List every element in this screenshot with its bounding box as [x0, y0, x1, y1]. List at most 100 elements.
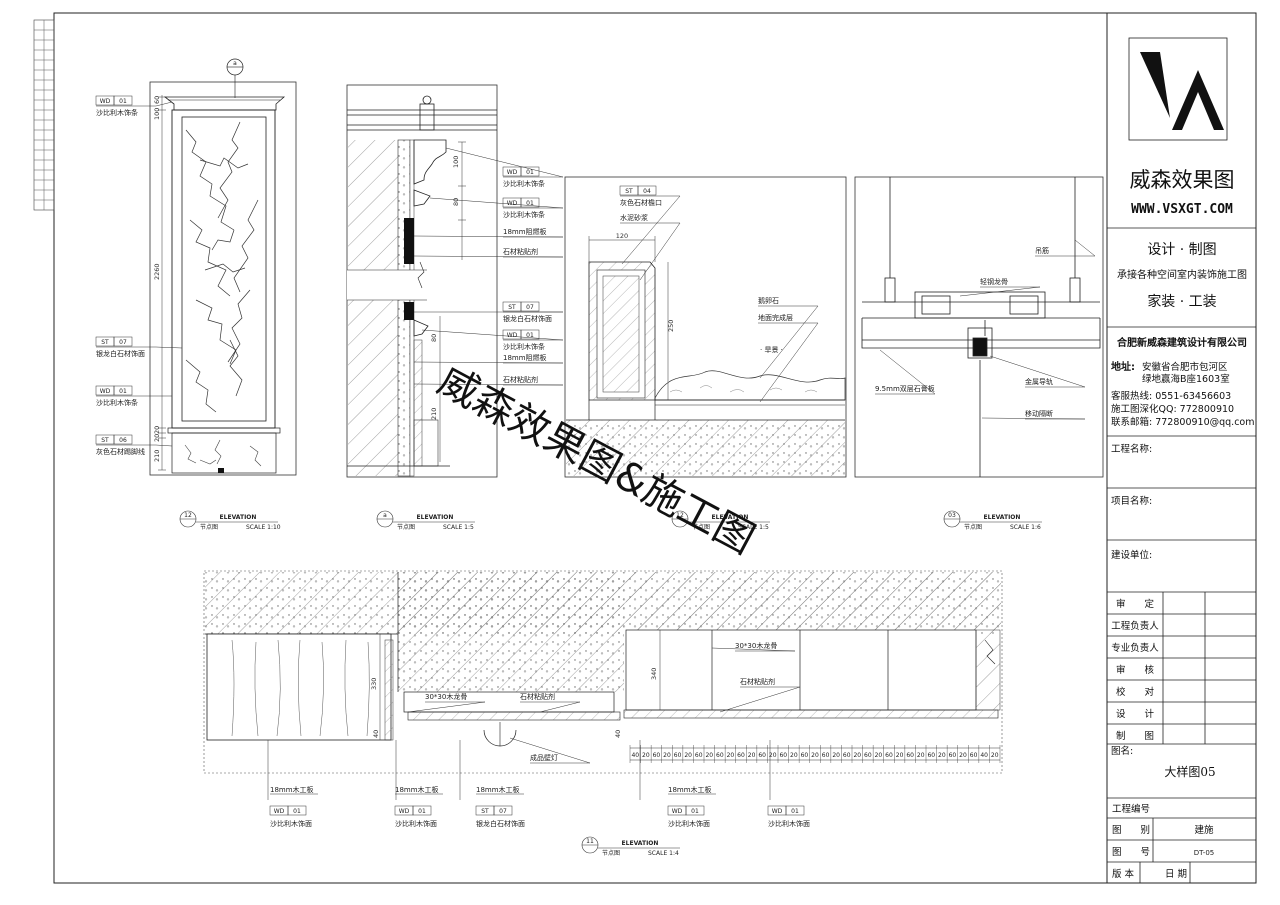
v1-caption-title: ELEVATION — [220, 514, 257, 521]
approval-row-5: 设 计 — [1116, 708, 1155, 720]
v5-bottom-label-2-text: 银龙白石材饰面 — [476, 819, 525, 828]
sheet-frame — [33, 12, 1257, 884]
v1-dim-0: 60 — [153, 96, 161, 104]
v2-dim-1: 80 — [452, 198, 460, 206]
drawing-no-value: DT-05 — [1194, 849, 1214, 857]
drawing-name: 大样图05 — [1164, 764, 1215, 779]
v1-label-2-code: WD — [100, 388, 111, 395]
drawing-name-label: 图名: — [1111, 745, 1133, 757]
v5-bottom-label-0-top: 18mm木工板 — [270, 785, 314, 794]
v3-caption-sub: 节点图 — [692, 523, 710, 531]
v3-label-1: 水泥砂浆 — [620, 213, 681, 281]
v2-label-0-num: 01 — [526, 169, 534, 176]
v5-bottom-label-0-code: WD — [274, 808, 285, 815]
project-no-label: 工程编号 — [1112, 803, 1150, 815]
v2-label-0-code: WD — [507, 169, 518, 176]
v4-label-2-text: 9.5mm双层石膏板 — [875, 384, 935, 393]
v5-bottom-label-4-code: WD — [772, 808, 783, 815]
date-label: 日 期 — [1165, 869, 1187, 880]
v5-dimrow-7: 20 — [705, 752, 713, 759]
v4-label-4: 移动隔断 — [981, 409, 1086, 420]
v5-bottom-label-3-top: 18mm木工板 — [668, 785, 712, 794]
v1-dim-2: 2260 — [153, 263, 161, 280]
service-line-1: 设计 · 制图 — [1147, 242, 1216, 258]
v4-label-1: 轻钢龙骨 — [959, 277, 1041, 297]
v5-label-0: 30*30木龙骨 — [407, 692, 486, 713]
v5-dimrow-16: 60 — [801, 752, 809, 759]
v4-caption-tag: 03 — [948, 512, 956, 519]
v5-dimrow-5: 20 — [684, 752, 692, 759]
v2-dim-3: 210 — [430, 408, 438, 420]
v4-label-4-text: 移动隔断 — [1025, 409, 1053, 418]
approval-row-4: 校 对 — [1116, 686, 1155, 698]
v2-label-4-num: 07 — [526, 304, 534, 311]
v5-dimrow-4: 60 — [674, 752, 682, 759]
address-label: 地址: — [1111, 360, 1135, 373]
project-name-label: 工程名称: — [1111, 443, 1152, 455]
title-block-text: 威森效果图 WWW.VSXGT.COM 设计 · 制图 承接各种空间室内装饰施工… — [1111, 168, 1255, 880]
category-value: 建施 — [1194, 824, 1214, 836]
v1-label-3-num: 06 — [119, 437, 127, 444]
v5-dimrow-18: 60 — [822, 752, 830, 759]
v2-label-1-num: 01 — [526, 200, 534, 207]
v2-dim-2: 80 — [430, 334, 438, 342]
v5-dimrow-33: 40 — [980, 752, 988, 759]
v2-caption-tag: a — [383, 512, 387, 519]
v5-dimrow-13: 20 — [769, 752, 777, 759]
v2-dim-0: 100 — [452, 156, 460, 168]
drawing-no-label: 图 号 — [1112, 847, 1150, 858]
email: 联系邮箱: 772800910@qq.com — [1111, 416, 1255, 428]
v4-caption-title: ELEVATION — [984, 514, 1021, 521]
v3-caption-title: ELEVATION — [712, 514, 749, 521]
v1-label-0-num: 01 — [119, 98, 127, 105]
v4-label-2: 9.5mm双层石膏板 — [875, 349, 936, 395]
brand-website: WWW.VSXGT.COM — [1131, 202, 1233, 217]
approval-row-6: 制 图 — [1116, 730, 1154, 742]
v5-dimrow-11: 20 — [748, 752, 756, 759]
v1-dim-4: 20 — [153, 434, 161, 442]
v5-bottom-label-1-text: 沙比利木饰面 — [395, 819, 437, 828]
v5-bottom-label-1-code: WD — [399, 808, 410, 815]
v5-dimrow-30: 60 — [949, 752, 957, 759]
v2-label-6: 18mm阻燃板 — [413, 353, 564, 364]
v5-bottom-label-1-num: 01 — [418, 808, 426, 815]
v2-label-7: 石材粘贴剂 — [413, 375, 564, 386]
company-name: 合肥新威森建筑设计有限公司 — [1116, 336, 1247, 349]
approval-row-1: 工程负责人 — [1111, 620, 1159, 632]
v1-label-3-text: 灰色石材踢脚线 — [96, 447, 145, 456]
v5-dimrow-0: 40 — [631, 752, 639, 759]
v5-label-3-text: 石材粘贴剂 — [740, 677, 775, 686]
service-line-2: 承接各种空间室内装饰施工图 — [1117, 268, 1247, 281]
v5-dimrow-3: 20 — [663, 752, 671, 759]
v1-section-tag: a — [233, 60, 237, 67]
v5-dimrow-26: 60 — [906, 752, 914, 759]
address-line-2: 绿地赢海B座1603室 — [1142, 373, 1230, 385]
v1-dim-1: 100 — [153, 108, 161, 120]
v2-label-4-text: 银龙白石材饰面 — [503, 314, 552, 323]
v5-dimrow-25: 20 — [896, 752, 904, 759]
v1-label-1-text: 银龙白石材饰面 — [96, 349, 145, 358]
v3-label-0-num: 04 — [643, 188, 651, 195]
v5-caption-title: ELEVATION — [622, 840, 659, 847]
v2-label-1-code: WD — [507, 200, 518, 207]
v5-dimrow-9: 20 — [727, 752, 735, 759]
v5-label-group: 30*30木龙骨石材粘贴剂30*30木龙骨石材粘贴剂成品壁灯 — [407, 641, 801, 764]
v1-dim-5: 210 — [153, 450, 161, 462]
qq: 施工图深化QQ: 772800910 — [1111, 403, 1234, 415]
brand-name: 威森效果图 — [1130, 168, 1235, 192]
